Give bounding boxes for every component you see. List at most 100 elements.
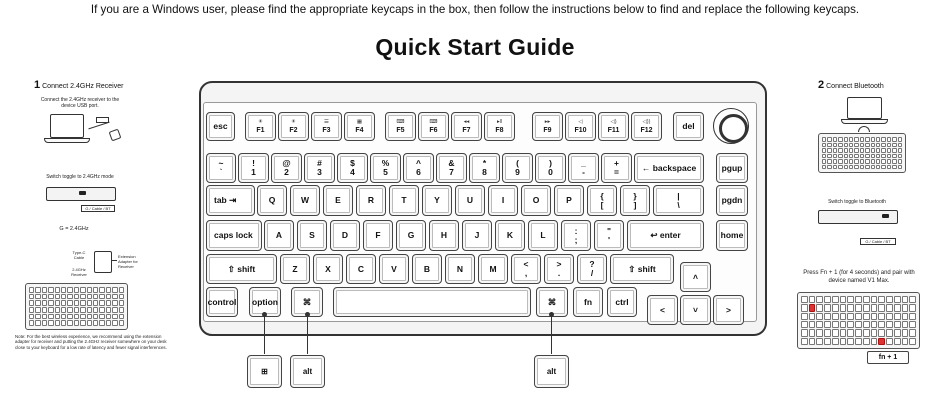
key-f6: ⌨F6 — [418, 112, 449, 141]
key-right-shift: ⇧ shift — [610, 254, 674, 284]
adapter-pointer — [112, 260, 117, 261]
wifi-icon — [858, 126, 870, 132]
key-left-bracket: {[ — [587, 185, 617, 216]
key-o: O — [521, 185, 551, 216]
extension-adapter-icon — [94, 251, 112, 273]
mute-icon: ◁ — [578, 118, 583, 125]
callout-line-command-right — [551, 316, 552, 354]
key-f10: ◁F10 — [565, 112, 596, 141]
keyboard-thumbnail-right-top — [818, 133, 906, 173]
windows-icon: ⊞ — [261, 367, 268, 376]
key-f11: ◁)F11 — [598, 112, 629, 141]
key-c: C — [346, 254, 376, 284]
key-f9: ▸▸F9 — [532, 112, 563, 141]
step-1-number: 1 — [34, 79, 41, 91]
switch-labels: G / Cable / BT — [81, 205, 115, 212]
key-t: T — [389, 185, 419, 216]
key-8: *8 — [469, 153, 500, 183]
key-space — [333, 287, 531, 317]
key-backspace: ← backspace — [634, 153, 704, 183]
usb-receiver-icon — [96, 117, 109, 123]
mission-control-icon: ☰ — [324, 118, 329, 125]
key-left-shift: ⇧ shift — [206, 254, 277, 284]
key-g: G — [396, 220, 426, 251]
key-home: home — [716, 220, 748, 251]
laptop-icon-right — [847, 97, 882, 119]
switch-bluetooth-text: Switch toggle to Bluetooth — [828, 199, 886, 205]
key-n: N — [445, 254, 475, 284]
key-equal: += — [601, 153, 632, 183]
keyboard-thumbnail-left — [25, 283, 128, 330]
callout-line-option — [264, 316, 265, 354]
key-l: L — [528, 220, 558, 251]
key-tab: tab ⇥ — [206, 185, 255, 216]
key-f: F — [363, 220, 393, 251]
hand-icon — [108, 128, 122, 142]
step-2-label: Connect Bluetooth — [826, 83, 884, 90]
laptop-base — [44, 138, 90, 143]
callout-dot-option — [262, 312, 267, 317]
key-z: Z — [280, 254, 310, 284]
key-right-arrow: > — [713, 295, 744, 325]
key-f2: ☀F2 — [278, 112, 309, 141]
key-9: (9 — [502, 153, 533, 183]
key-pgup: pgup — [716, 153, 748, 183]
switch-knob — [79, 191, 86, 195]
receiver-label: 2.4GHz Receiver — [71, 267, 87, 277]
key-f1: ☀F1 — [245, 112, 276, 141]
key-0: )0 — [535, 153, 566, 183]
key-pgdn: pgdn — [716, 185, 748, 216]
key-ctrl: ctrl — [607, 287, 637, 317]
key-period: >. — [544, 254, 574, 284]
key-slash: ?/ — [577, 254, 607, 284]
switch-labels-right: G / Cable / BT — [860, 238, 896, 245]
brightness-up-icon: ☀ — [291, 118, 296, 125]
key-b: B — [412, 254, 442, 284]
key-u: U — [455, 185, 485, 216]
laptop-icon — [50, 114, 84, 138]
step-2-number: 2 — [818, 79, 825, 91]
windows-keycap: ⊞ — [247, 355, 282, 388]
alt-keycap-right: alt — [534, 355, 569, 388]
page-title: Quick Start Guide — [375, 34, 575, 60]
type-c-label: Type-C Cable — [72, 250, 86, 260]
key-d: D — [330, 220, 360, 251]
brightness-down-icon: ☀ — [258, 118, 263, 125]
key-caps-lock: caps lock — [206, 220, 262, 251]
key-y: Y — [422, 185, 452, 216]
key-f4: ▦F4 — [344, 112, 375, 141]
connect-receiver-text: Connect the 2.4GHz receiver to the devic… — [40, 97, 120, 109]
rotary-knob — [713, 108, 749, 144]
key-m: M — [478, 254, 508, 284]
volume-down-icon: ◁) — [610, 118, 617, 125]
key-up-arrow: ˄ — [680, 262, 711, 292]
switch-24ghz-text: Switch toggle to 2.4GHz mode — [46, 174, 114, 180]
step-1-label: Connect 2.4GHz Receiver — [42, 83, 124, 90]
play-pause-icon: ▸‖ — [496, 118, 503, 125]
key-3: #3 — [304, 153, 335, 183]
backlight-down-icon: ⌨ — [396, 118, 405, 125]
key-e: E — [323, 185, 353, 216]
switch-knob-bluetooth — [882, 214, 889, 218]
key-2: @2 — [271, 153, 302, 183]
key-f7: ◂◂F7 — [451, 112, 482, 141]
key-grave: ~` — [206, 153, 236, 183]
callout-dot-command-left — [305, 312, 310, 317]
key-x: X — [313, 254, 343, 284]
key-down-arrow: ˅ — [680, 295, 711, 325]
fn-key-highlight — [878, 337, 886, 345]
key-quote: "' — [594, 220, 624, 251]
key-k: K — [495, 220, 525, 251]
key-enter: ↩ enter — [627, 220, 704, 251]
key-v: V — [379, 254, 409, 284]
key-q: Q — [257, 185, 287, 216]
key-6: ^6 — [403, 153, 434, 183]
key-control: control — [206, 287, 238, 317]
launchpad-icon: ▦ — [356, 118, 363, 125]
key-h: H — [429, 220, 459, 251]
key-7: &7 — [436, 153, 467, 183]
fn-1-combo: fn + 1 — [867, 351, 909, 364]
callout-dot-command-right — [549, 312, 554, 317]
